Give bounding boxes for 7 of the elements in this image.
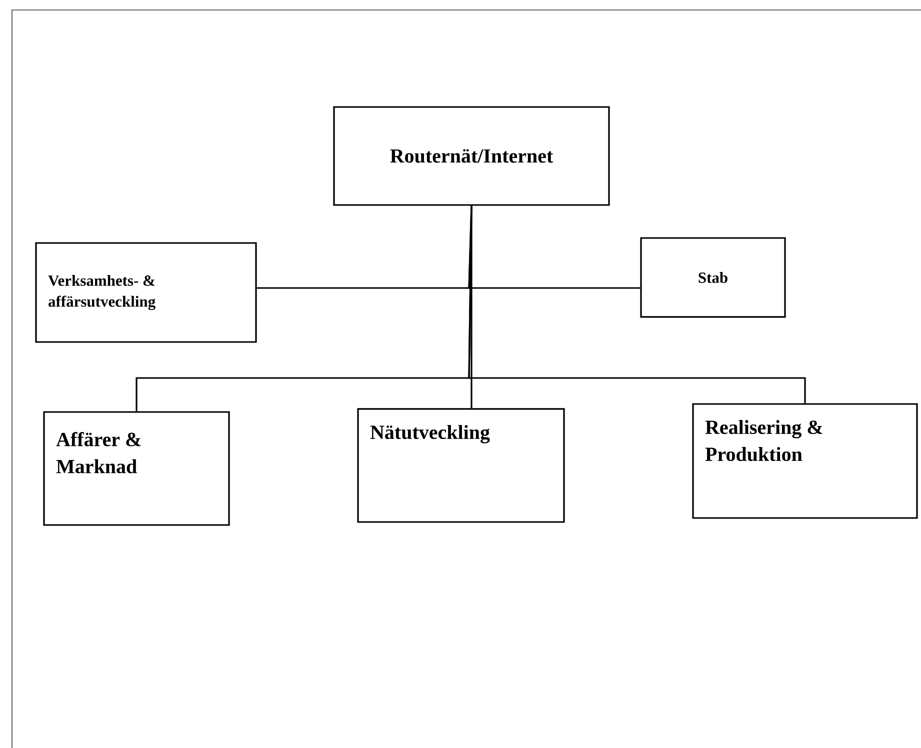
org-box: Nätutveckling <box>357 408 565 523</box>
connector-line <box>468 206 806 404</box>
org-box: Affärer & Marknad <box>43 411 230 526</box>
org-box: Routernät/Internet <box>333 106 610 206</box>
org-box: Verksamhets- & affärsutveckling <box>35 242 257 343</box>
org-box: Realisering & Produktion <box>692 403 918 519</box>
org-box: Stab <box>640 237 786 318</box>
